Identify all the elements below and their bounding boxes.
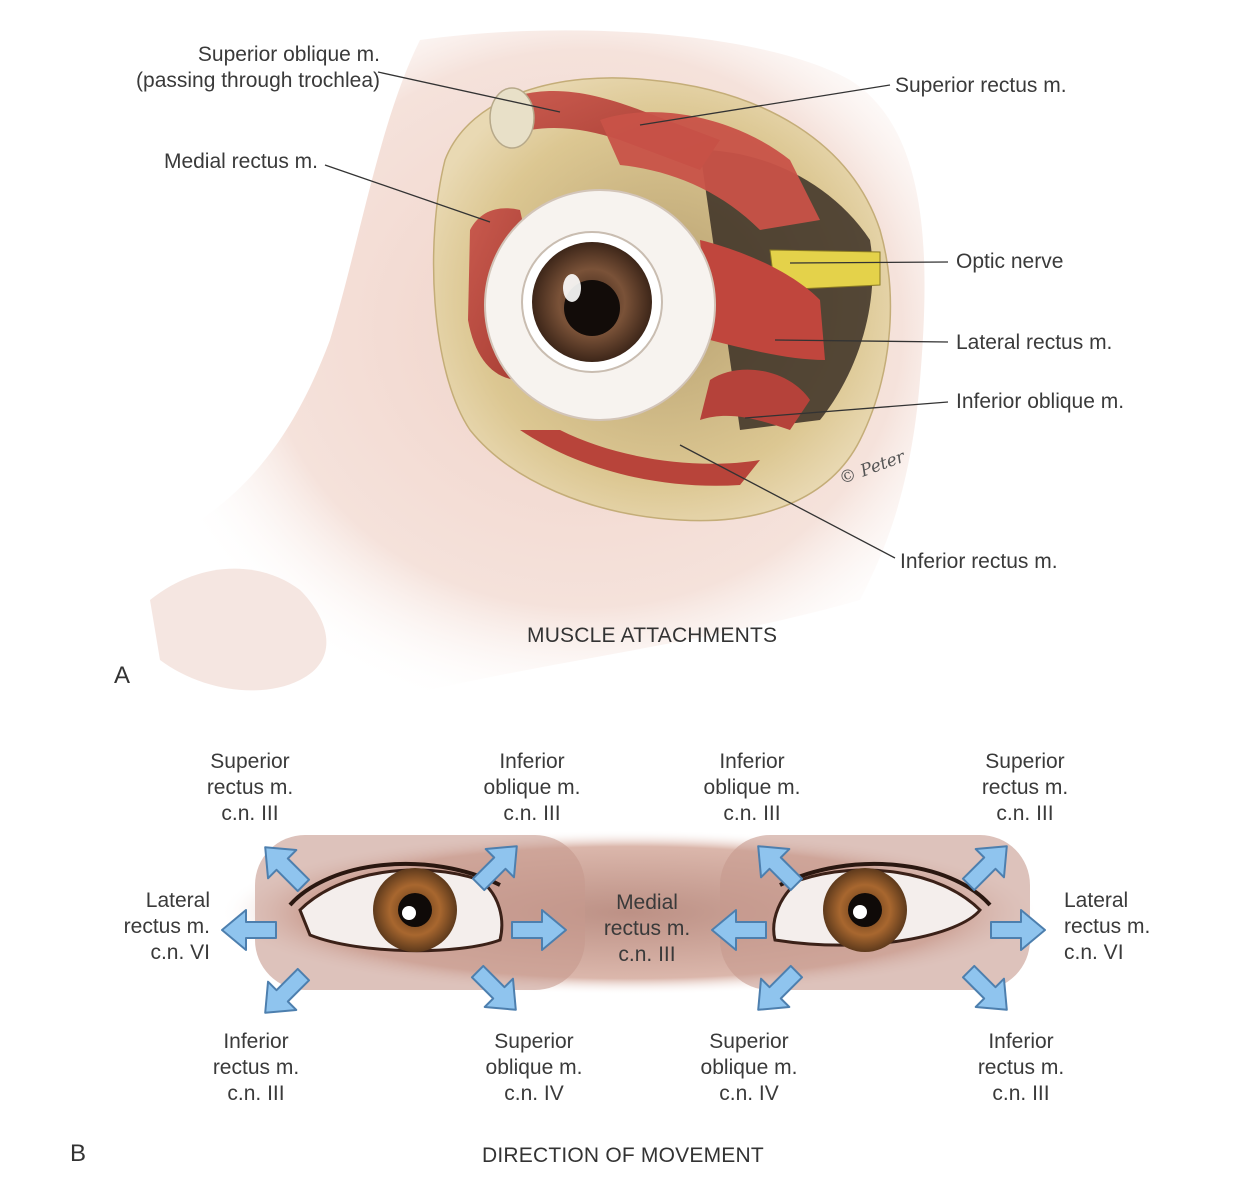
leader-lines xyxy=(324,71,949,559)
label-b-superior-rectus-left: Superior rectus m. c.n. III xyxy=(955,749,1095,827)
label-line: Superior xyxy=(494,1030,574,1053)
label-line: c.n. III xyxy=(618,943,676,966)
arrow-down-left-left-eye xyxy=(757,964,804,1011)
panel-b-letter: B xyxy=(70,1140,87,1167)
label-line: Lateral xyxy=(1064,889,1129,912)
label-line: rectus m. xyxy=(123,915,210,938)
arrow-up-right-left-eye xyxy=(961,845,1008,892)
arrow-left-left-eye xyxy=(711,909,767,951)
label-line: Superior xyxy=(985,750,1065,773)
arrow-up-left-left-eye xyxy=(757,845,804,892)
label-b-superior-oblique-right: Superior oblique m. c.n. IV xyxy=(464,1029,604,1107)
label-optic-nerve: Optic nerve xyxy=(956,250,1064,273)
label-inferior-oblique: Inferior oblique m. xyxy=(956,390,1125,413)
label-line: c.n. III xyxy=(227,1082,285,1105)
panel-a-caption: MUSCLE ATTACHMENTS xyxy=(527,624,778,647)
label-line: Medial xyxy=(616,891,678,914)
arrow-left-right-eye xyxy=(221,909,277,951)
label-line: Inferior xyxy=(988,1030,1054,1053)
label-line: c.n. VI xyxy=(1064,941,1124,964)
label-b-lateral-rectus-right: Lateral rectus m. c.n. VI xyxy=(92,888,210,966)
label-line: rectus m. xyxy=(981,776,1069,799)
movement-arrows xyxy=(221,845,1046,1014)
arrow-right-left-eye xyxy=(990,909,1046,951)
label-b-inferior-rectus-right: Inferior rectus m. c.n. III xyxy=(186,1029,326,1107)
panel-a-letter: A xyxy=(114,662,131,689)
arrow-up-left-right-eye xyxy=(264,846,311,893)
label-line: rectus m. xyxy=(603,917,691,940)
eyeball xyxy=(484,189,716,421)
label-line: Inferior xyxy=(719,750,785,773)
label-line: rectus m. xyxy=(1064,915,1151,938)
label-b-superior-rectus-right: Superior rectus m. c.n. III xyxy=(180,749,320,827)
panel-b-caption: DIRECTION OF MOVEMENT xyxy=(482,1144,764,1167)
label-line: oblique m. xyxy=(700,1056,798,1079)
label-line: c.n. III xyxy=(996,802,1054,825)
label-line: c.n. IV xyxy=(719,1082,779,1105)
label-b-inferior-oblique-right: Inferior oblique m. c.n. III xyxy=(462,749,602,827)
arrow-down-right-left-eye xyxy=(961,964,1008,1011)
label-line: oblique m. xyxy=(485,1056,583,1079)
label-line: c.n. III xyxy=(992,1082,1050,1105)
arrow-down-left-right-eye xyxy=(264,967,311,1014)
label-line: rectus m. xyxy=(977,1056,1065,1079)
label-line: c.n. III xyxy=(503,802,561,825)
label-medial-rectus: Medial rectus m. xyxy=(163,150,318,173)
right-eye xyxy=(288,862,504,953)
label-line: Inferior xyxy=(223,1030,289,1053)
arrow-down-right-right-eye xyxy=(470,964,517,1011)
label-superior-oblique: Superior oblique m. (passing through tro… xyxy=(90,42,380,94)
trochlea xyxy=(489,87,535,149)
label-b-inferior-oblique-left: Inferior oblique m. c.n. III xyxy=(682,749,822,827)
arrow-right-right-eye xyxy=(511,909,567,951)
left-eye xyxy=(772,862,992,952)
arrow-up-right-right-eye xyxy=(471,845,518,892)
label-line: oblique m. xyxy=(703,776,801,799)
label-line: c.n. III xyxy=(221,802,279,825)
label-b-lateral-rectus-left: Lateral rectus m. c.n. VI xyxy=(1064,888,1194,966)
label-line: rectus m. xyxy=(212,1056,300,1079)
label-superior-oblique-line1: Superior oblique m. xyxy=(197,43,380,66)
label-b-superior-oblique-left: Superior oblique m. c.n. IV xyxy=(679,1029,819,1107)
label-line: c.n. IV xyxy=(504,1082,564,1105)
label-b-inferior-rectus-left: Inferior rectus m. c.n. III xyxy=(951,1029,1091,1107)
label-inferior-rectus: Inferior rectus m. xyxy=(900,550,1058,573)
label-line: Superior xyxy=(210,750,290,773)
label-superior-rectus: Superior rectus m. xyxy=(895,74,1067,97)
label-superior-oblique-line2: (passing through trochlea) xyxy=(136,69,380,92)
label-line: Superior xyxy=(709,1030,789,1053)
label-line: Inferior xyxy=(499,750,565,773)
label-line: rectus m. xyxy=(206,776,294,799)
label-line: c.n. III xyxy=(723,802,781,825)
label-line: oblique m. xyxy=(483,776,581,799)
label-b-medial-rectus: Medial rectus m. c.n. III xyxy=(577,890,717,968)
label-lateral-rectus: Lateral rectus m. xyxy=(956,331,1113,354)
label-line: Lateral xyxy=(145,889,210,912)
label-line: c.n. VI xyxy=(150,941,210,964)
